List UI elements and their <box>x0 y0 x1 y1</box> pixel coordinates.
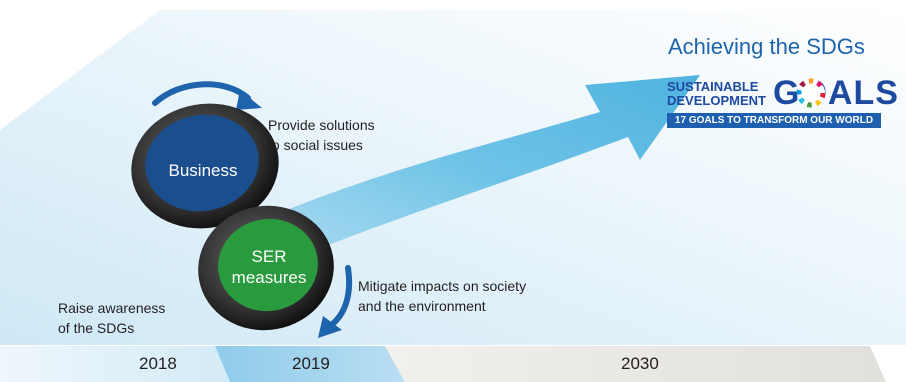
note-provide-line1: Provide solutions <box>268 117 375 133</box>
sdg-logo-goals-word: GOALS <box>773 74 899 112</box>
headline-achieving-sdgs: Achieving the SDGs <box>668 34 865 59</box>
note-awareness-line2: of the SDGs <box>58 320 135 336</box>
timeline-year-2030: 2030 <box>621 354 659 373</box>
timeline-year-2019: 2019 <box>292 354 330 373</box>
note-awareness-line1: Raise awareness <box>58 300 166 316</box>
sdg-color-wheel-icon <box>796 78 826 108</box>
note-mitigate-line1: Mitigate impacts on society <box>358 278 527 294</box>
rotation-arrow-bottom-head-icon <box>318 316 342 338</box>
timeline-bar-2019 <box>215 346 405 382</box>
note-mitigate-impacts: Mitigate impacts on society and the envi… <box>358 276 526 316</box>
progress-arrow <box>250 75 700 270</box>
timeline-bar-2030 <box>385 346 886 382</box>
note-mitigate-line2: and the environment <box>358 298 486 314</box>
business-label: Business <box>168 161 238 180</box>
ser-wheel <box>198 205 334 331</box>
rotation-arrow-bottom-icon <box>327 265 353 329</box>
ser-label-line1: SER <box>251 247 287 266</box>
note-provide-solutions: Provide solutions to social issues <box>268 115 375 155</box>
note-provide-line2: to social issues <box>268 137 363 153</box>
rotation-arrow-top-head-icon <box>236 90 262 110</box>
note-raise-awareness: Raise awareness of the SDGs <box>58 298 165 338</box>
ser-label-line2: measures <box>231 268 307 287</box>
sdg-logo: SUSTAINABLE DEVELOPMENT GOALS 17 GOALS T… <box>667 76 898 130</box>
timeline-bar-2018 <box>0 346 230 382</box>
sdg-logo-line1: SUSTAINABLE <box>667 79 759 94</box>
business-wheel <box>131 103 279 229</box>
sdg-logo-line2: DEVELOPMENT <box>667 93 766 108</box>
ser-label: SER measures <box>226 246 312 288</box>
sdg-logo-tagline: 17 GOALS TO TRANSFORM OUR WORLD <box>667 113 881 128</box>
timeline-year-2018: 2018 <box>139 354 177 373</box>
